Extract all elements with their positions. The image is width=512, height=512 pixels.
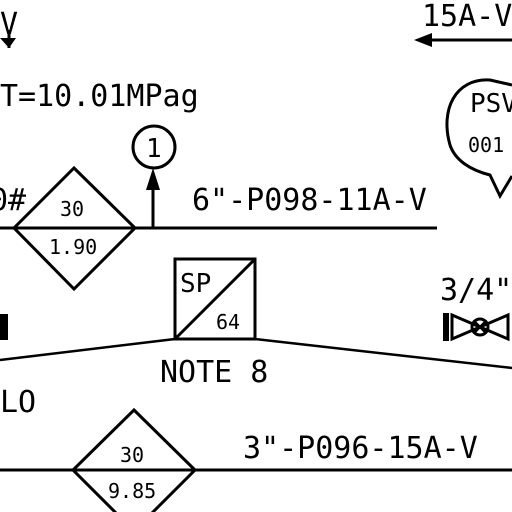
slope-line-right — [254, 337, 512, 370]
valve-stem-cross-b — [473, 320, 487, 334]
valve-stem-icon — [470, 317, 490, 337]
design-pressure-label: T=10.01MPag — [0, 79, 199, 114]
gate-valve-icon — [450, 312, 484, 342]
specialty-item-box — [173, 257, 257, 341]
upper-diamond-bottom: 1.90 — [49, 235, 97, 259]
line-p098-label: 6"-P098-11A-V — [192, 183, 427, 218]
left-rating-fragment: 0# — [0, 183, 26, 218]
valve-size-label: 3/4" — [440, 273, 512, 308]
left-line-end-marker — [0, 314, 8, 340]
reference-balloon-1 — [131, 124, 177, 170]
slope-line-left — [0, 337, 176, 362]
specialty-item-diagonal — [173, 257, 257, 341]
lower-diamond-top: 30 — [120, 443, 144, 467]
specialty-item-top: SP — [180, 269, 211, 299]
line-p096-label: 3"-P096-15A-V — [243, 431, 478, 466]
lower-diamond-bottom: 9.85 — [108, 479, 156, 503]
psv-tag-bottom: 001 — [468, 133, 504, 157]
psv-tag-bubble — [445, 78, 512, 200]
upper-diamond-top: 30 — [60, 197, 84, 221]
top-left-arrowhead-icon — [0, 38, 16, 48]
note-label: NOTE 8 — [160, 355, 268, 390]
top-right-line-label: 15A-V — [422, 0, 512, 34]
left-arrowhead-icon — [414, 33, 432, 47]
specialty-item-bottom: 64 — [216, 310, 240, 334]
gate-valve-icon-right — [476, 312, 510, 342]
bottom-left-fragment: LO — [0, 385, 36, 420]
valve-flange-left — [443, 313, 449, 341]
psv-tag-top: PSV — [470, 89, 512, 119]
lower-spec-diamond — [70, 407, 198, 512]
reference-balloon-1-label: 1 — [146, 134, 162, 164]
top-left-line-fragment: V — [0, 7, 18, 42]
upper-spec-diamond — [11, 165, 138, 292]
up-arrowhead-icon — [146, 168, 160, 190]
